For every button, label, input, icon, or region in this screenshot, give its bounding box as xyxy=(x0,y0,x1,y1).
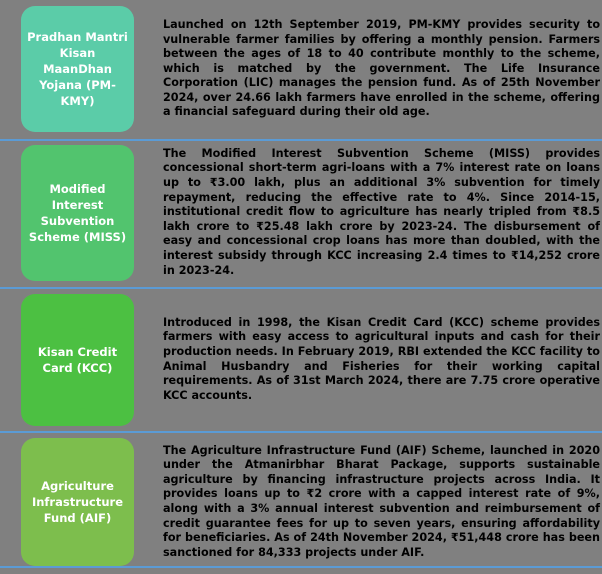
scheme-description-cell: Introduced in 1998, the Kisan Credit Car… xyxy=(155,287,602,432)
scheme-label-badge: Pradhan Mantri Kisan MaanDhan Yojana (PM… xyxy=(21,6,134,132)
row-divider xyxy=(0,431,602,433)
table-row: Modified Interest Subvention Scheme (MIS… xyxy=(0,138,602,287)
scheme-description-text: The Agriculture Infrastructure Fund (AIF… xyxy=(163,443,600,559)
scheme-label-cell: Pradhan Mantri Kisan MaanDhan Yojana (PM… xyxy=(0,0,155,138)
scheme-label-badge: Kisan Credit Card (KCC) xyxy=(21,293,134,426)
row-divider xyxy=(0,566,602,568)
scheme-description-text: Introduced in 1998, the Kisan Credit Car… xyxy=(163,315,600,402)
row-divider xyxy=(0,287,602,289)
table-row: Pradhan Mantri Kisan MaanDhan Yojana (PM… xyxy=(0,0,602,138)
scheme-label-cell: Agriculture Infrastructure Fund (AIF) xyxy=(0,432,155,572)
table-row: Kisan Credit Card (KCC) Introduced in 19… xyxy=(0,287,602,432)
scheme-description-cell: The Agriculture Infrastructure Fund (AIF… xyxy=(155,432,602,572)
scheme-description-text: The Modified Interest Subvention Scheme … xyxy=(163,146,600,277)
scheme-description-text: Launched on 12th September 2019, PM-KMY … xyxy=(163,17,600,119)
scheme-label-cell: Kisan Credit Card (KCC) xyxy=(0,287,155,432)
scheme-label-cell: Modified Interest Subvention Scheme (MIS… xyxy=(0,138,155,287)
scheme-description-cell: The Modified Interest Subvention Scheme … xyxy=(155,138,602,287)
scheme-label-badge: Modified Interest Subvention Scheme (MIS… xyxy=(21,144,134,281)
table-row: Agriculture Infrastructure Fund (AIF) Th… xyxy=(0,432,602,572)
row-divider xyxy=(0,139,602,141)
scheme-description-cell: Launched on 12th September 2019, PM-KMY … xyxy=(155,0,602,138)
scheme-label-badge: Agriculture Infrastructure Fund (AIF) xyxy=(21,438,134,566)
